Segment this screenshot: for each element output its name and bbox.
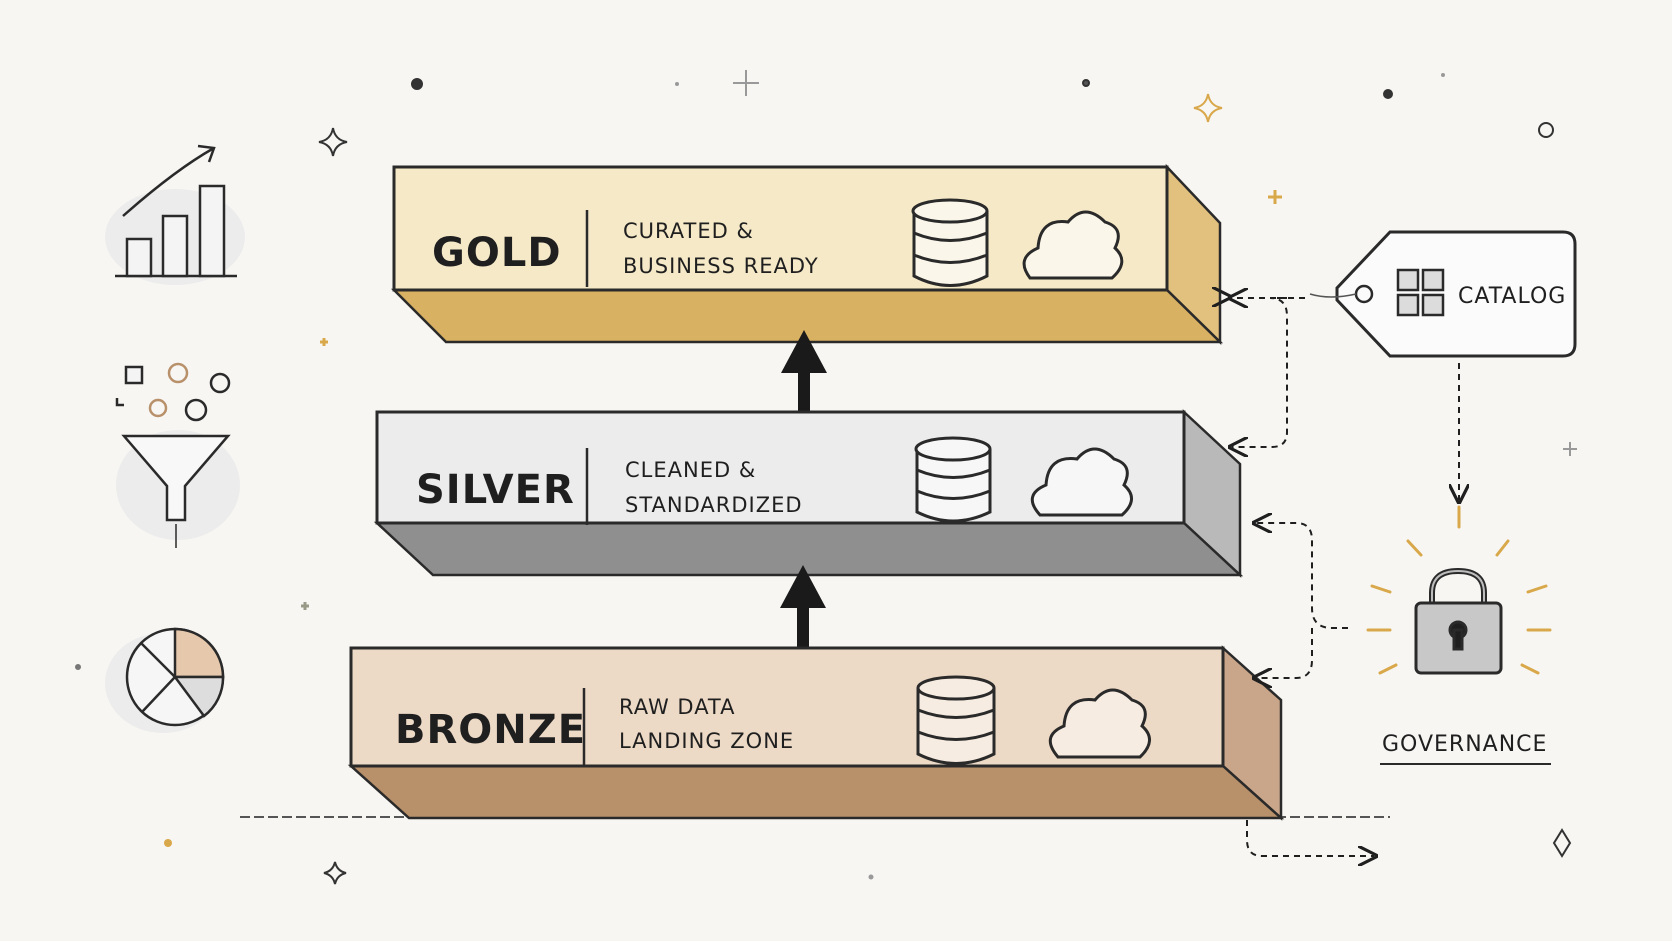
bronze-layer-desc-line2: LANDING ZONE (619, 729, 794, 753)
grid-icon (1396, 268, 1445, 317)
lock-icon (1414, 567, 1503, 675)
flow-arrow-silver-to-gold (781, 330, 827, 413)
bronze-layer: BRONZE RAW DATA LANDING ZONE (347, 645, 1285, 821)
catalog-label: CATALOG (1458, 284, 1566, 309)
lock-rays (1366, 505, 1552, 675)
cloud-icon (1048, 688, 1151, 759)
gold-layer-name: GOLD (432, 230, 562, 276)
decorations (75, 70, 1577, 885)
catalog-tag: CATALOG (1309, 230, 1577, 358)
database-icon (914, 436, 992, 523)
gold-layer-desc-line2: BUSINESS READY (623, 254, 819, 278)
governance-group: GOVERNANCE (1366, 505, 1552, 765)
tag-icon (1335, 230, 1577, 358)
bronze-layer-desc-line1: RAW DATA (619, 695, 736, 719)
silver-layer-desc-line1: CLEANED & (625, 458, 756, 482)
funnel-icon (115, 362, 240, 548)
database-icon (916, 675, 996, 765)
gold-layer: GOLD CURATED & BUSINESS READY (390, 163, 1224, 345)
bar-chart-icon (105, 144, 245, 285)
cloud-icon (1030, 447, 1133, 517)
silver-layer: SILVER CLEANED & STANDARDIZED (373, 409, 1244, 578)
cloud-icon (1022, 210, 1124, 280)
database-icon (911, 198, 989, 287)
gold-layer-desc-line1: CURATED & (623, 219, 754, 243)
governance-connectors (1228, 297, 1459, 856)
silver-layer-desc-line2: STANDARDIZED (625, 493, 803, 517)
governance-label: GOVERNANCE (1382, 732, 1547, 757)
flow-arrow-bronze-to-silver (780, 565, 826, 649)
silver-layer-name: SILVER (416, 467, 575, 513)
pie-chart-icon (105, 627, 225, 733)
bronze-layer-name: BRONZE (395, 707, 586, 753)
